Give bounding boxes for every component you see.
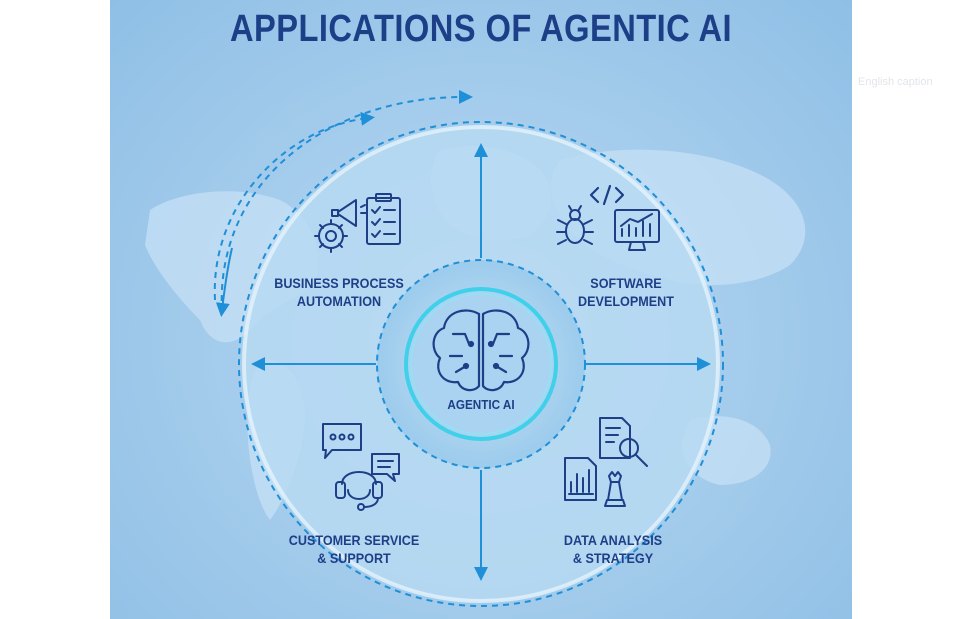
clipboard-checklist-icon	[366, 193, 401, 245]
diagram-canvas	[145, 89, 806, 607]
monitor-chart-icon	[614, 209, 660, 251]
bug-icon	[556, 205, 594, 245]
chat-bubble-icon	[322, 423, 400, 482]
label-customer-service-support: CUSTOMER SERVICE & SUPPORT	[255, 531, 453, 567]
chess-piece-icon	[604, 471, 626, 507]
orbit-arc-outer	[220, 89, 473, 313]
brain-circuit-icon	[432, 309, 530, 392]
corner-caption: English caption	[858, 76, 933, 88]
label-line: AUTOMATION	[296, 293, 382, 309]
orbit-arrow-down	[215, 247, 233, 317]
outer-dashed-ring	[238, 121, 724, 607]
center-glow-ring	[404, 287, 558, 441]
label-line: SOFTWARE	[590, 275, 662, 291]
megaphone-gear-icon	[314, 199, 367, 253]
label-data-analysis-strategy: DATA ANALYSIS & STRATEGY	[514, 531, 712, 567]
label-line: CUSTOMER SERVICE	[288, 532, 420, 548]
code-tag-icon	[589, 184, 625, 206]
label-line: & STRATEGY	[572, 550, 654, 566]
label-line: BUSINESS PROCESS	[274, 275, 404, 291]
document-magnifier-icon	[599, 417, 648, 467]
label-line: DEVELOPMENT	[578, 293, 674, 309]
headset-icon	[335, 471, 383, 511]
report-chart-icon	[564, 457, 597, 501]
label-software-development: SOFTWARE DEVELOPMENT	[527, 274, 725, 310]
center-label: AGENTIC AI	[447, 397, 515, 412]
orbit-arc-inner	[213, 111, 375, 301]
label-line: DATA ANALYSIS	[563, 532, 663, 548]
label-line: & SUPPORT	[317, 550, 391, 566]
label-business-process-automation: BUSINESS PROCESS AUTOMATION	[240, 274, 438, 310]
diagram-panel: APPLICATIONS OF AGENTIC AI	[110, 0, 852, 619]
diagram-title: APPLICATIONS OF AGENTIC AI	[230, 8, 732, 50]
